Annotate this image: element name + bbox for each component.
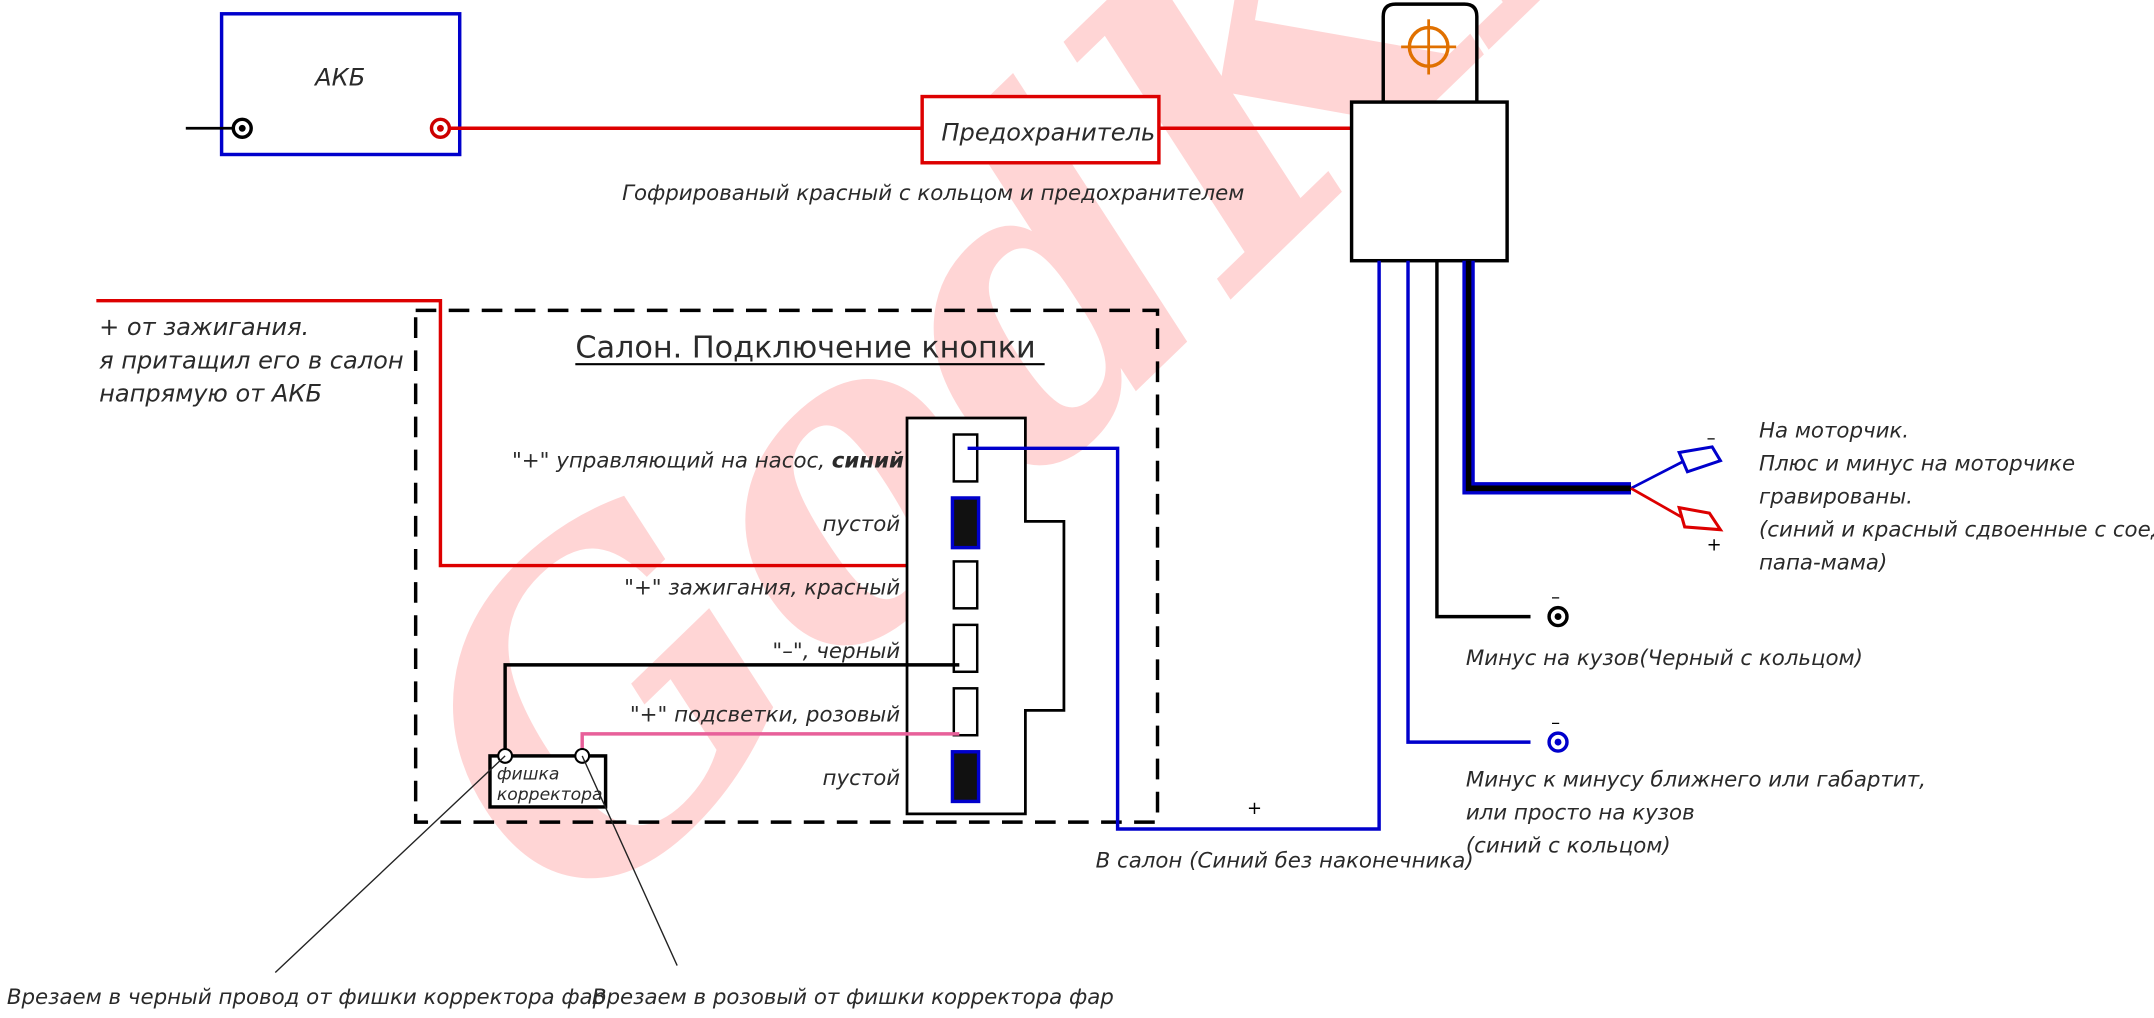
- salon-blue-wire: [967, 260, 1381, 831]
- pin-label-4: "–", черный: [772, 639, 900, 664]
- ignition-note: + от зажигания. я притащил его в салон н…: [99, 313, 404, 407]
- pin-slot-5: [952, 687, 979, 737]
- salon-title: Салон. Подключение кнопки: [575, 330, 1035, 365]
- battery-minus-terminal: [231, 117, 253, 139]
- motor-note-line-4: (синий и красный сдвоенные с соединением: [1759, 518, 2154, 543]
- motor-minus-mark: –: [1707, 428, 1716, 449]
- pin-slot-3: [952, 560, 979, 610]
- pin-label-5: "+" подсветки, розовый: [630, 702, 900, 727]
- corrector-connector: фишка корректора: [488, 747, 608, 809]
- battery-label: АКБ: [313, 63, 365, 91]
- corrector-label-1: фишка: [497, 764, 560, 784]
- ignition-note-line-3: напрямую от АКБ: [99, 379, 322, 407]
- motor-plus-mark: +: [1707, 534, 1722, 555]
- pin-label-6: пустой: [823, 766, 901, 791]
- main-power-wire: Предохранитель Гофрированый красный с ко…: [450, 94, 1352, 206]
- cut-note-pink: Врезаем в розовый от фишки корректора фа…: [592, 985, 1114, 1010]
- ignition-note-line-1: + от зажигания.: [99, 313, 309, 341]
- fuse-wire-label: Гофрированый красный с кольцом и предохр…: [622, 181, 1244, 206]
- salon-wire-plus: +: [1247, 798, 1262, 819]
- ignition-red-wire: [96, 298, 960, 568]
- motor-wire-blue-outline: [1462, 260, 1631, 495]
- ground-blue-note: Минус к минусу ближнего или габартит, ил…: [1466, 767, 1926, 858]
- ground-black-wire: [1435, 260, 1531, 619]
- pin-6: пустой: [823, 750, 981, 804]
- ground-blue-minus: –: [1551, 712, 1560, 733]
- ground-black-minus: –: [1551, 587, 1560, 608]
- relay-body: [1349, 100, 1509, 263]
- pin-slot-4: [952, 623, 979, 674]
- battery: АКБ: [185, 12, 462, 157]
- pin-slot-6: [950, 750, 981, 804]
- ground-blue-wire: [1406, 260, 1531, 744]
- motor-note-line-1: На моторчик.: [1759, 418, 1909, 443]
- relay: [1349, 2, 1509, 263]
- corrector-black-wire: [503, 663, 960, 755]
- motor-terminals: – +: [1630, 428, 1724, 555]
- ground-black-label: Минус на кузов(Черный с кольцом): [1466, 646, 1863, 671]
- pin-4: "–", черный: [772, 623, 979, 674]
- relay-tab: [1381, 2, 1479, 103]
- pin-slot-2: [950, 496, 981, 550]
- motor-terminal-red: [1677, 505, 1724, 532]
- salon-area: [413, 308, 1160, 824]
- corrector-label-2: корректора: [497, 785, 603, 805]
- ground-black-terminal: –: [1547, 587, 1569, 628]
- ground-blue-line-3: (синий с кольцом): [1466, 833, 1671, 858]
- motor-note-line-2: Плюс и минус на моторчике: [1759, 451, 2075, 476]
- fuse-label: Предохранитель: [941, 119, 1155, 147]
- pin-2: пустой: [823, 496, 981, 550]
- motor-note: На моторчик. Плюс и минус на моторчике г…: [1759, 418, 2154, 575]
- pin-5: "+" подсветки, розовый: [630, 687, 979, 737]
- cut-note-black: Врезаем в черный провод от фишки коррект…: [7, 985, 606, 1010]
- motor-note-line-5: папа-мама): [1759, 551, 1887, 576]
- ground-blue-line-1: Минус к минусу ближнего или габартит,: [1466, 767, 1926, 792]
- pin-label-2: пустой: [823, 512, 901, 537]
- ignition-note-line-2: я притащил его в салон: [99, 346, 404, 374]
- pin-1: "+" управляющий на насос, синий: [512, 433, 979, 483]
- cut-leader-pink: [581, 755, 678, 966]
- motor-note-line-3: гравированы.: [1759, 484, 1913, 509]
- cut-leader-black: [274, 755, 506, 973]
- battery-body: [219, 12, 462, 157]
- ground-blue-line-2: или просто на кузов: [1466, 800, 1695, 825]
- motor-terminal-blue: [1677, 445, 1723, 474]
- salon-wire-label: В салон (Синий без наконечника): [1096, 849, 1474, 874]
- pin-3: "+" зажигания, красный: [624, 560, 979, 610]
- ground-blue-terminal: –: [1547, 712, 1569, 753]
- motor-wire-black-core: [1465, 260, 1631, 492]
- button-connector: [905, 416, 1066, 816]
- battery-plus-terminal: [429, 117, 452, 139]
- pin-label-3: "+" зажигания, красный: [624, 576, 900, 601]
- pin-label-1: "+" управляющий на насос, синий: [512, 449, 904, 474]
- pin-slot-1: [952, 433, 979, 483]
- corrector-pink-wire: [580, 732, 960, 755]
